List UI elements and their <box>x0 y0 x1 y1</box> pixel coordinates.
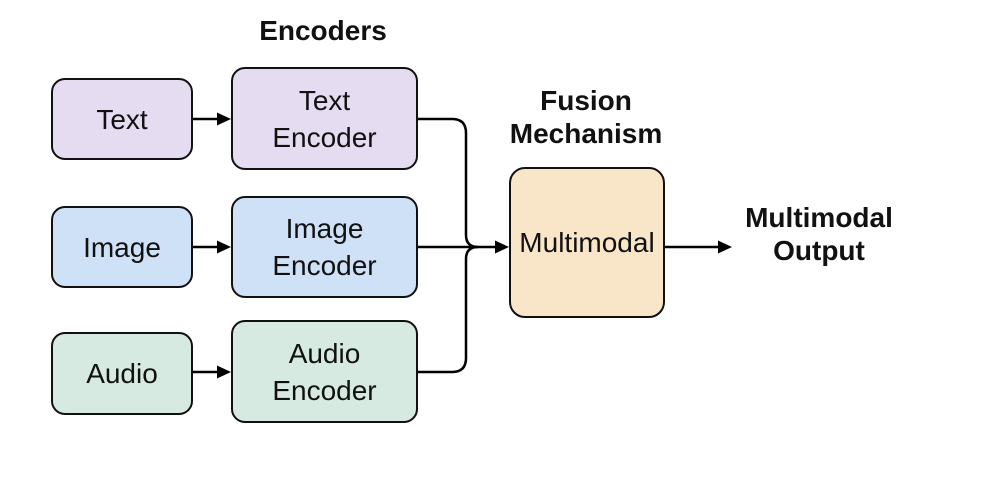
image-encoder-label-line2: Encoder <box>272 250 377 281</box>
fusion-mechanism-title: Fusion Mechanism <box>496 84 676 150</box>
multimodal-fusion-node: Multimodal <box>509 167 665 318</box>
image-encoder-label-line1: Image <box>285 213 364 244</box>
arrowhead-audio-encoder <box>217 365 231 379</box>
text-encoder-label-line2: Encoder <box>272 121 377 153</box>
audio-encoder-label-line1: Audio <box>288 337 361 369</box>
connector-audio-encoder-to-junction <box>418 245 479 374</box>
text-encoder-node: Text Encoder <box>231 67 418 170</box>
output-label-line1: Multimodal <box>745 202 893 233</box>
audio-input-label: Audio <box>86 358 158 389</box>
image-encoder-node: Image Encoder <box>231 196 418 298</box>
arrowhead-multimodal <box>495 240 509 254</box>
arrowhead-image-encoder <box>217 240 231 254</box>
fusion-title-line2: Mechanism <box>509 118 663 149</box>
multimodal-fusion-label: Multimodal <box>519 227 655 258</box>
audio-input-node: Audio <box>51 332 193 415</box>
multimodal-output-label: Multimodal Output <box>729 201 909 267</box>
audio-encoder-node: Audio Encoder <box>231 320 418 423</box>
text-encoder-label-line1: Text <box>298 84 351 116</box>
text-input-node: Text <box>51 78 193 160</box>
fusion-title-line1: Fusion <box>540 85 632 116</box>
text-input-label: Text <box>96 103 148 135</box>
image-input-label: Image <box>83 231 161 263</box>
connector-text-encoder-to-junction <box>418 117 479 249</box>
image-input-node: Image <box>51 206 193 288</box>
audio-encoder-label-line2: Encoder <box>272 374 377 406</box>
arrowhead-text-encoder <box>217 112 231 126</box>
encoders-title: Encoders <box>259 15 387 46</box>
output-label-line2: Output <box>773 235 865 266</box>
